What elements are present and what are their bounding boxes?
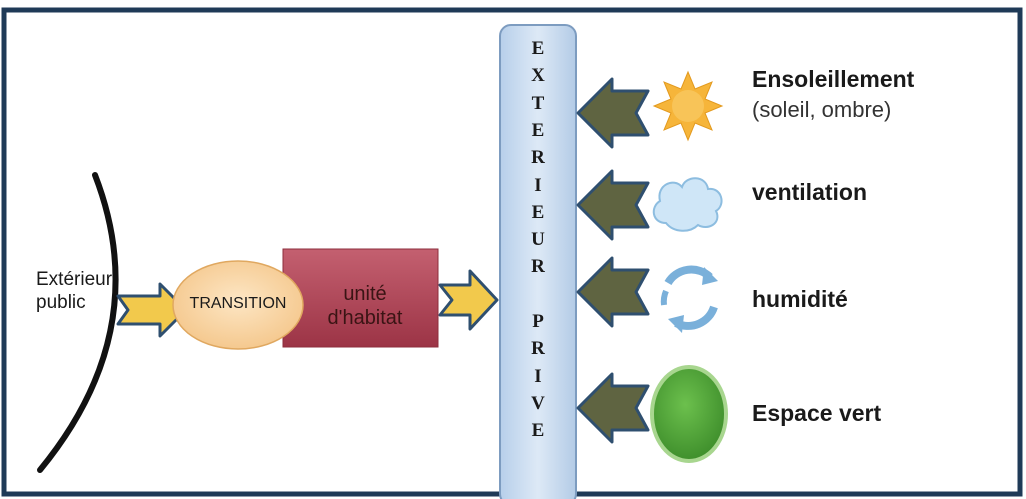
external-public-line-2: public [36, 292, 86, 313]
private-exterior-letter: E [531, 38, 545, 59]
private-exterior-letter: E [531, 420, 545, 442]
unit-label-line-2: d'habitat [327, 307, 403, 329]
cloud-icon [652, 177, 723, 232]
external-public-line-1: Extérieur [36, 269, 113, 290]
private-exterior-letter: V [531, 392, 545, 414]
private-exterior-letter: E [531, 119, 545, 141]
factor-arrow-sunlight [576, 77, 650, 149]
factor-arrow-green-space [576, 372, 650, 444]
flow-arrow-unit-exterior [438, 269, 499, 331]
factor-sunlight-subtitle: (soleil, ombre) [752, 97, 892, 122]
private-exterior-letter: R [531, 338, 545, 360]
factor-green-space: Espace vert [752, 400, 882, 426]
factor-sunlight-title: Ensoleillement [752, 66, 915, 92]
sun-icon [652, 70, 724, 142]
unit-box [282, 248, 439, 348]
private-exterior-letter: E [531, 201, 545, 223]
green-space-icon [650, 365, 728, 463]
private-exterior-letter: T [531, 92, 545, 114]
cycle-arrows-icon [660, 265, 718, 333]
transition-label: TRANSITION [189, 295, 287, 312]
factor-sunlight: Ensoleillement (soleil, ombre) [752, 66, 914, 123]
factor-ventilation: ventilation [752, 179, 868, 205]
factor-humidity: humidité [752, 286, 848, 312]
factor-arrow-humidity [576, 256, 650, 328]
unit-label-line-1: unité [343, 283, 387, 305]
private-exterior-letter: R [531, 147, 545, 169]
private-exterior-letter: I [534, 174, 542, 196]
factor-arrow-ventilation [576, 169, 650, 241]
private-exterior-letter: I [534, 365, 542, 387]
private-exterior-bar [499, 24, 577, 499]
unit-label: unité d'habitat [300, 282, 430, 330]
private-exterior-letter: P [532, 311, 544, 332]
private-exterior-letter: U [531, 229, 545, 251]
flow-arrow-public-transition [116, 282, 188, 338]
private-exterior-letter: R [531, 256, 545, 278]
external-public-label: Extérieur public [36, 268, 112, 314]
transition-ellipse [172, 260, 304, 350]
private-exterior-letter: X [531, 65, 545, 87]
boundary-curve [37, 172, 119, 473]
